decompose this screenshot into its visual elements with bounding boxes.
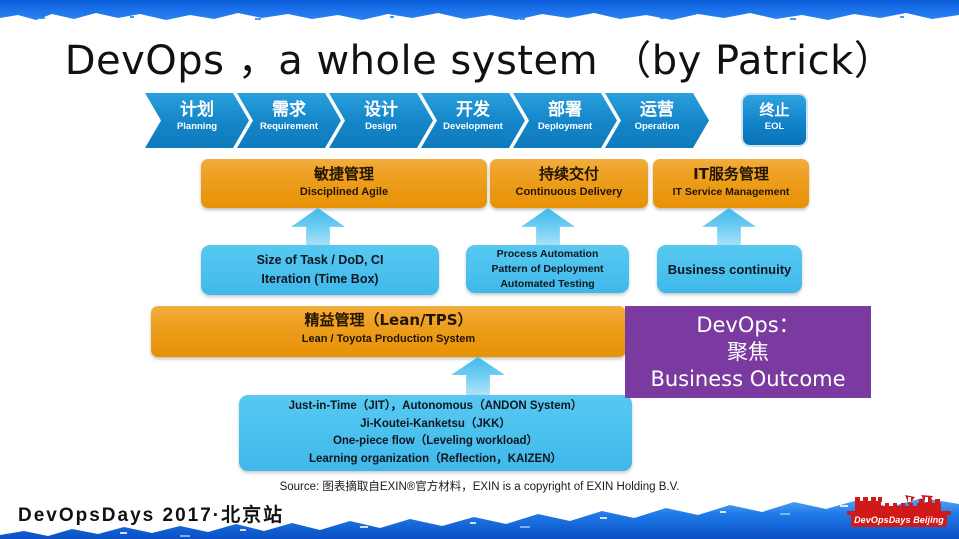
detail-line: Pattern of Deployment	[491, 262, 604, 275]
callout-line-3: Business Outcome	[650, 366, 846, 391]
chevron-label-en: Design	[365, 121, 397, 132]
practice-box-it-service-management[interactable]: IT服务管理 IT Service Management	[653, 159, 809, 208]
chevron-stage-operation[interactable]: 运营 Operation	[605, 93, 709, 148]
chevron-label-en: Requirement	[259, 121, 319, 132]
detail-line: Automated Testing	[500, 277, 595, 290]
chevron-label-cn: 开发	[456, 100, 490, 120]
chevron-label-en: Deployment	[537, 121, 593, 132]
up-arrow-icon-agile	[291, 208, 345, 250]
practice-box-label-en: Continuous Delivery	[515, 186, 623, 198]
detail-box-agile-practices[interactable]: Size of Task / DoD, CI Iteration (Time B…	[201, 245, 439, 295]
practice-box-continuous-delivery[interactable]: 持续交付 Continuous Delivery	[490, 159, 648, 208]
chevron-label-cn: 需求	[272, 100, 306, 120]
bottom-banner-brush	[0, 498, 959, 539]
principle-line: One-piece flow（Leveling workload）	[332, 435, 539, 447]
foundation-box-lean-tps[interactable]: 精益管理（Lean/TPS） Lean / Toyota Production …	[151, 306, 626, 357]
practice-box-label-en: Disciplined Agile	[299, 186, 389, 198]
foundation-label-cn: 精益管理（Lean/TPS）	[304, 311, 473, 329]
practice-box-disciplined-agile[interactable]: 敏捷管理 Disciplined Agile	[201, 159, 487, 208]
detail-box-business-continuity[interactable]: Business continuity	[657, 245, 802, 293]
page-title: DevOps ，a whole system （by Patrick）	[64, 38, 895, 84]
chevron-stage-design[interactable]: 设计 Design	[329, 93, 433, 148]
chevron-label-en: Development	[443, 121, 503, 132]
detail-line: Size of Task / DoD, CI	[256, 253, 384, 267]
chevron-label-cn: 部署	[548, 100, 582, 120]
principle-line: Just-in-Time（JIT），Autonomous（ANDON Syste…	[288, 400, 583, 412]
callout-line-2: 聚焦	[727, 339, 769, 364]
chevron-label-en: Planning	[176, 121, 218, 132]
chevron-label-cn: 计划	[180, 100, 214, 120]
detail-line: Iteration (Time Box)	[261, 272, 379, 286]
detail-line: Process Automation	[496, 247, 599, 260]
principles-box-lean-practices[interactable]: Just-in-Time（JIT），Autonomous（ANDON Syste…	[239, 395, 632, 471]
top-banner-brush-edge	[0, 13, 959, 26]
principle-line: Ji-Koutei-Kanketsu（JKK）	[360, 417, 511, 430]
bottom-brush-banner	[0, 493, 959, 539]
lifecycle-chevron-row: 计划 Planning 需求 Requirement 设计 Design 开发 …	[145, 93, 709, 148]
practice-box-label-cn: 持续交付	[538, 165, 599, 183]
chevron-stage-eol[interactable]: 终止 EOL	[741, 93, 808, 147]
detail-box-delivery-practices[interactable]: Process Automation Pattern of Deployment…	[466, 245, 629, 293]
detail-line: Business continuity	[667, 261, 792, 277]
chevron-stage-planning[interactable]: 计划 Planning	[145, 93, 249, 148]
practice-box-label-en: IT Service Management	[672, 186, 790, 198]
callout-box-devops-focus: DevOps： 聚焦 Business Outcome	[625, 306, 871, 398]
footer-event-title: DevOpsDays 2017·北京站	[18, 505, 285, 526]
up-arrow-icon-itsm	[702, 208, 756, 250]
chevron-label-en: Operation	[634, 121, 680, 132]
logo-text: DevOpsDays Beijing	[854, 515, 944, 525]
chevron-stage-requirement[interactable]: 需求 Requirement	[237, 93, 341, 148]
up-arrow-icon-delivery	[521, 208, 575, 250]
chevron-stage-development[interactable]: 开发 Development	[421, 93, 525, 148]
practice-box-label-cn: IT服务管理	[693, 165, 769, 183]
callout-line-1: DevOps：	[696, 312, 800, 337]
chevron-stage-deployment[interactable]: 部署 Deployment	[513, 93, 617, 148]
chevron-label-cn: 设计	[364, 100, 398, 120]
foundation-label-en: Lean / Toyota Production System	[301, 333, 476, 345]
principle-line: Learning organization（Reflection，KAIZEN）	[308, 452, 562, 465]
devopsdays-beijing-logo: DevOpsDays Beijing	[845, 493, 953, 535]
top-brush-banner	[0, 0, 959, 26]
up-arrow-icon-lean	[451, 357, 505, 397]
eol-label-en: EOL	[764, 121, 785, 132]
chevron-label-cn: 运营	[640, 100, 674, 120]
logo-band	[851, 513, 947, 527]
source-note: Source: 图表摘取自EXIN®官方材料，EXIN is a copyrig…	[279, 481, 680, 493]
eol-label-cn: 终止	[759, 101, 790, 119]
practice-box-label-cn: 敏捷管理	[313, 165, 374, 183]
